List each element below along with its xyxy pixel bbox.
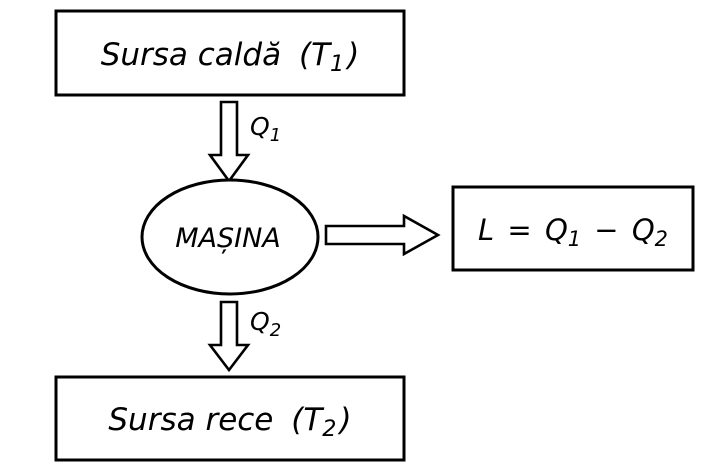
heat-out-index: 2 [270, 320, 281, 341]
work-box [451, 185, 695, 272]
hot-source-label: Sursa caldă (T1) [101, 37, 360, 77]
hot-source-node: Sursa caldă (T1) [54, 9, 406, 97]
heat-out-label: Q2 [250, 307, 281, 341]
hot-source-temp-symbol: T [311, 37, 332, 73]
work-arrow-shape [324, 213, 441, 257]
heat-in-symbol: Q [250, 112, 270, 141]
cold-source-label: Sursa rece (T2) [108, 402, 351, 442]
hot-source-name: Sursa caldă [101, 37, 281, 73]
cold-source-node: Sursa rece (T2) [54, 375, 406, 462]
work-term2: Q [632, 213, 655, 247]
machine-node: MAȘINA [140, 178, 320, 296]
work-minus: − [594, 213, 618, 247]
heat-out-arrow: Q2 [207, 300, 281, 373]
hot-source-temp-index: 1 [330, 51, 344, 77]
work-equation: L = Q1 − Q2 [478, 213, 668, 253]
work-equals: = [507, 213, 531, 247]
cold-source-box [54, 375, 406, 462]
machine-label: MAȘINA [175, 223, 281, 254]
heat-in-label: Q1 [250, 112, 281, 146]
hot-source-box [54, 9, 406, 97]
heat-in-arrow-shape [207, 100, 251, 184]
heat-out-symbol: Q [250, 307, 270, 336]
work-term1: Q [545, 213, 568, 247]
work-arrow [324, 213, 441, 257]
cold-source-temp-symbol: T [303, 402, 324, 438]
machine-ellipse [140, 178, 320, 296]
cold-source-name: Sursa rece [108, 402, 273, 438]
work-lhs: L [478, 213, 494, 247]
work-term2-index: 2 [655, 227, 668, 251]
heat-out-arrow-shape [207, 300, 251, 373]
cold-source-temp-index: 2 [322, 416, 336, 442]
heat-in-index: 1 [270, 125, 281, 146]
work-node: L = Q1 − Q2 [451, 185, 695, 272]
heat-in-arrow: Q1 [207, 100, 281, 184]
work-term1-index: 1 [568, 227, 581, 251]
